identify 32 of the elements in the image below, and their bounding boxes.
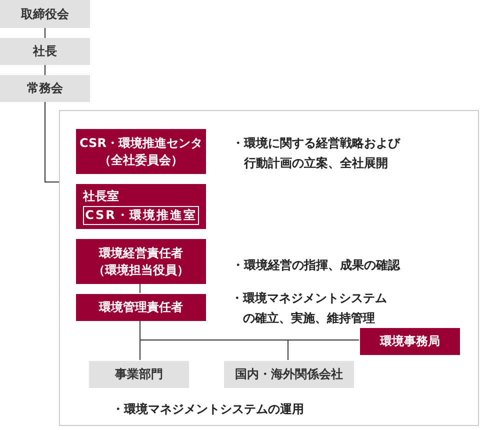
node-label: （環境担当役員） [93, 262, 189, 278]
node-label: 環境経営責任者 [99, 244, 183, 262]
department-box [76, 129, 206, 174]
department-box [76, 294, 206, 321]
node-label: 常務会 [27, 80, 63, 97]
note-text: ・環境に関する経営戦略および行動計画の立案、全社展開 [232, 135, 402, 172]
group-panel [59, 110, 479, 426]
connector-line [44, 28, 46, 38]
node-label: CSR・環境推進センタ [80, 134, 202, 152]
org-box [89, 361, 189, 388]
note-text: ・環境経営の指揮、成果の確認 [232, 257, 400, 274]
org-box [0, 38, 90, 65]
department-box [76, 184, 206, 229]
note-text: ・環境マネジメントシステムの確立、実施、維持管理 [231, 290, 388, 327]
node-label: CSR・環境推進室 [85, 208, 197, 223]
node-label: 社長 [33, 43, 57, 60]
node-label: 取締役会 [21, 6, 69, 22]
org-box [0, 75, 90, 102]
org-box [0, 0, 90, 28]
org-box [224, 361, 354, 388]
node-label: 社長室 [83, 188, 119, 205]
note-text: ・環境マネジメントシステムの運用 [112, 401, 304, 418]
node-label: 環境管理責任者 [99, 299, 183, 316]
node-label: （全社委員会） [99, 152, 183, 168]
connector-line [44, 64, 46, 76]
node-label: 国内・海外関係会社 [235, 366, 343, 383]
node-label: 事業部門 [115, 366, 163, 383]
connector-line [140, 320, 360, 340]
department-box [76, 239, 206, 284]
node-label: 環境事務局 [380, 333, 440, 350]
connector-line [44, 102, 60, 182]
department-box [360, 328, 460, 355]
